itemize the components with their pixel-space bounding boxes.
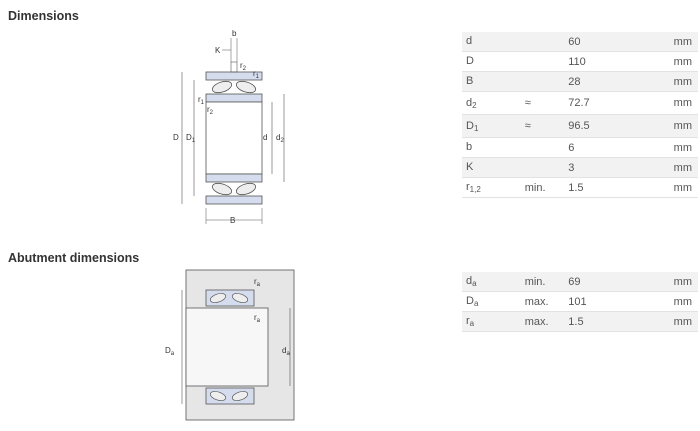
value-cell: 72.7	[564, 91, 670, 115]
unit-cell: mm	[669, 51, 698, 72]
label-ra-top: ra	[254, 277, 261, 288]
label-Da: Da	[165, 346, 175, 357]
roller-bottom-left	[211, 182, 233, 196]
value-cell: 101	[564, 291, 670, 312]
label-r1-top: r1	[253, 69, 260, 80]
value-cell: 28	[564, 71, 670, 92]
qualifier-cell	[520, 157, 565, 178]
value-cell: 69	[564, 272, 670, 292]
qualifier-cell	[520, 51, 565, 72]
roller-top-right	[235, 80, 257, 94]
inner-ring-bottom	[205, 173, 263, 183]
qualifier-cell: min.	[520, 177, 565, 198]
shaft-bore	[185, 307, 269, 387]
symbol-cell: ra	[462, 311, 521, 332]
unit-cell: mm	[669, 291, 698, 312]
inner-ring-top	[205, 93, 263, 103]
unit-cell: mm	[669, 114, 698, 138]
symbol-cell: Da	[462, 291, 521, 312]
qualifier-cell: max.	[520, 311, 565, 332]
symbol-cell: D1	[462, 114, 521, 138]
unit-cell: mm	[669, 157, 698, 178]
value-cell: 60	[564, 32, 670, 52]
label-d: d	[263, 133, 267, 142]
value-cell: 3	[564, 157, 670, 178]
value-cell: 1.5	[564, 177, 670, 198]
symbol-cell: K	[462, 157, 521, 178]
label-D: D	[173, 133, 179, 142]
label-da: da	[282, 346, 290, 357]
value-cell: 96.5	[564, 114, 670, 138]
lube-groove-top	[230, 61, 238, 73]
label-r1-inner: r1	[198, 95, 205, 106]
qualifier-cell	[520, 71, 565, 92]
unit-cell: mm	[669, 177, 698, 198]
unit-cell: mm	[669, 91, 698, 115]
qualifier-cell: min.	[520, 272, 565, 292]
roller-top-left	[211, 80, 233, 94]
symbol-cell: da	[462, 272, 521, 292]
qualifier-cell	[520, 32, 565, 52]
qualifier-cell	[520, 137, 565, 158]
bearing-dimensions-drawing: b K r2 r1 r1 r2 D D1 d d2 B	[173, 29, 284, 225]
value-cell: 1.5	[564, 311, 670, 332]
symbol-cell: B	[462, 71, 521, 92]
roller-bottom-right	[235, 182, 257, 196]
qualifier-cell: max.	[520, 291, 565, 312]
outer-ring-bottom	[205, 195, 263, 205]
symbol-cell: d2	[462, 91, 521, 115]
symbol-cell: D	[462, 51, 521, 72]
unit-cell: mm	[669, 71, 698, 92]
label-B: B	[230, 216, 235, 225]
value-cell: 110	[564, 51, 670, 72]
unit-cell: mm	[669, 311, 698, 332]
label-D1: D1	[186, 133, 196, 144]
label-ra-inner: ra	[254, 313, 261, 324]
value-cell: 6	[564, 137, 670, 158]
label-r2-top: r2	[240, 61, 247, 72]
unit-cell: mm	[669, 272, 698, 292]
label-r2-inner: r2	[207, 105, 214, 116]
symbol-cell: r1,2	[462, 177, 521, 198]
qualifier-cell: ≈	[520, 114, 565, 138]
unit-cell: mm	[669, 32, 698, 52]
bore-body	[205, 101, 263, 175]
abutment-title: Abutment dimensions	[8, 251, 140, 265]
dimensions-title: Dimensions	[8, 9, 79, 23]
abutment-drawing: ra ra Da da	[165, 269, 295, 421]
label-d2: d2	[276, 133, 284, 144]
symbol-cell: d	[462, 32, 521, 52]
qualifier-cell: ≈	[520, 91, 565, 115]
symbol-cell: b	[462, 137, 521, 158]
label-b: b	[232, 29, 237, 38]
label-K: K	[215, 46, 221, 55]
unit-cell: mm	[669, 137, 698, 158]
